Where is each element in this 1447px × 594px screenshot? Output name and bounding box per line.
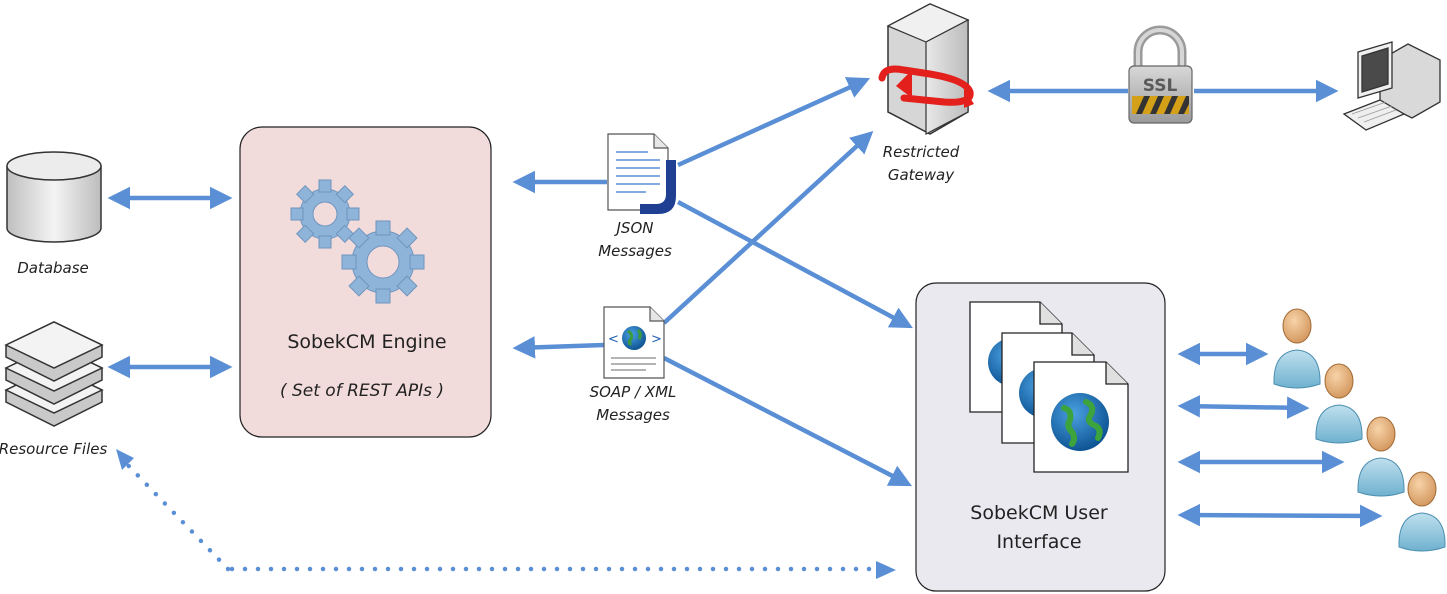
json-label-line1: JSON [614,219,654,237]
arrow-json-to-ui [676,200,913,329]
ssl-padlock-icon: SSL [1128,25,1193,124]
web-pages-icon [969,301,1129,473]
server-firewall-icon [878,3,974,135]
gateway-label-line1: Restricted [883,143,960,161]
desktop-computer-icon [1342,41,1441,131]
soap-node: < > SOAP / XML Messages [590,306,677,424]
ui-node: SobekCM User Interface [915,282,1166,592]
ui-label-line1: SobekCM User [970,502,1108,524]
arrow-json-to-gateway [677,77,871,168]
soap-label-line1: SOAP / XML [590,383,677,401]
database-icon [6,151,102,243]
svg-text:<: < [608,332,619,347]
user-icon [1398,471,1446,552]
arrow-soap-to-engine [512,336,605,359]
gateway-node: Restricted Gateway [878,3,974,184]
dotted-files-to-ui [119,456,231,572]
arrow-ui-user-4 [1177,503,1383,528]
user-icon [1315,363,1363,444]
json-document-icon [607,133,676,214]
arrow-ui-user-2 [1177,395,1310,419]
database-label: Database [17,259,89,277]
user-icon [1273,308,1321,389]
resource-files-label: Resource Files [0,440,107,458]
engine-title: SobekCM Engine [287,331,446,353]
arrow-soap-to-ui [662,356,912,487]
xml-web-document-icon: < > [603,306,665,379]
client-node [1342,41,1441,131]
database-node: Database [6,151,102,277]
gears-icon [290,179,425,304]
json-label-line2: Messages [598,242,672,260]
resource-files-node: Resource Files [0,321,107,458]
ui-label-line2: Interface [996,531,1081,553]
connectors [107,77,1383,579]
gateway-label-line2: Gateway [888,166,955,184]
engine-subtitle: ( Set of REST APIs ) [280,381,444,401]
dotted-arrowhead-files [116,449,134,470]
stacked-layers-icon [4,321,104,427]
svg-text:>: > [651,332,662,347]
soap-label-line2: Messages [596,406,670,424]
dotted-arrowhead-ui [876,561,896,579]
ssl-node: SSL [1128,25,1193,124]
json-node: JSON Messages [598,133,676,260]
user-icon [1357,416,1405,497]
arrow-soap-to-gateway [662,130,874,325]
users-group [1273,308,1446,552]
ssl-label: SSL [1143,76,1178,96]
engine-node: SobekCM Engine ( Set of REST APIs ) [239,126,492,438]
